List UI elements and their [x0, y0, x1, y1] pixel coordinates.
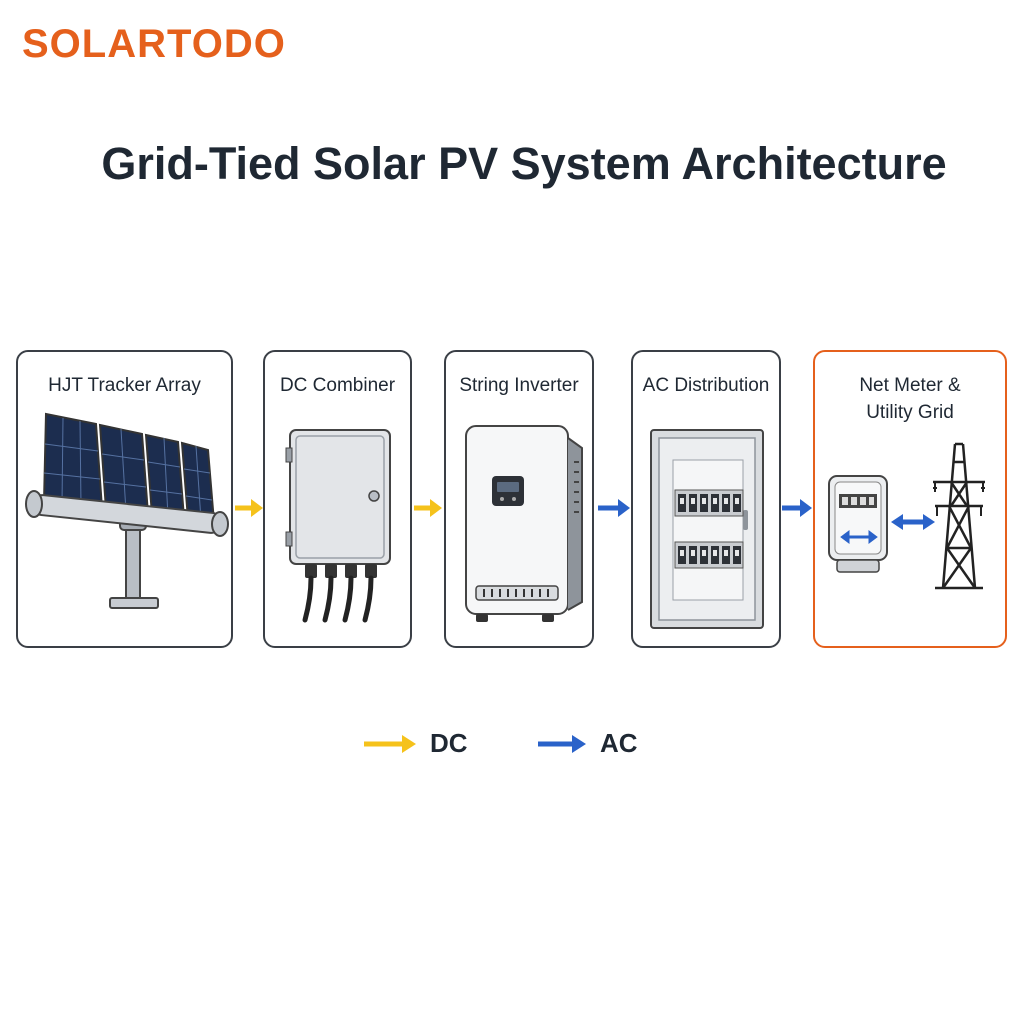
stage-label: Net Meter & Utility Grid	[815, 372, 1005, 426]
stage-card-ac-distribution: AC Distribution	[631, 350, 781, 648]
brand-logo: SOLARTODO	[22, 22, 286, 66]
stage-label: HJT Tracker Array	[48, 375, 201, 396]
inverter-icon	[465, 425, 583, 622]
stage-label-text: Net Meter & Utility Grid	[859, 375, 961, 423]
stage-card-inverter: String Inverter	[444, 350, 594, 648]
stage-label: DC Combiner	[279, 375, 396, 396]
solar-tracker-icon	[25, 412, 229, 609]
flow-arrow-dc	[414, 499, 442, 517]
legend-dc-arrow	[364, 735, 416, 753]
page-title: Grid-Tied Solar PV System Architecture	[101, 138, 947, 189]
stage-card-net-meter-grid: Net Meter & Utility Grid	[813, 350, 1007, 648]
stage-label: String Inverter	[459, 375, 579, 396]
stage-label: AC Distribution	[642, 375, 770, 396]
stage-card-combiner: DC Combiner	[263, 350, 412, 648]
combiner-box-icon	[285, 429, 391, 623]
legend-dc-label: DC	[430, 728, 468, 758]
stage-card-tracker: HJT Tracker Array	[16, 350, 233, 648]
meter-and-pylon-icon	[828, 442, 985, 590]
legend-ac-arrow	[538, 735, 586, 753]
legend-ac-label: AC	[600, 728, 638, 758]
flow-arrow-ac	[782, 499, 812, 517]
flow-arrow-dc	[235, 499, 263, 517]
distribution-panel-icon	[650, 429, 764, 629]
flow-arrow-ac	[598, 499, 630, 517]
